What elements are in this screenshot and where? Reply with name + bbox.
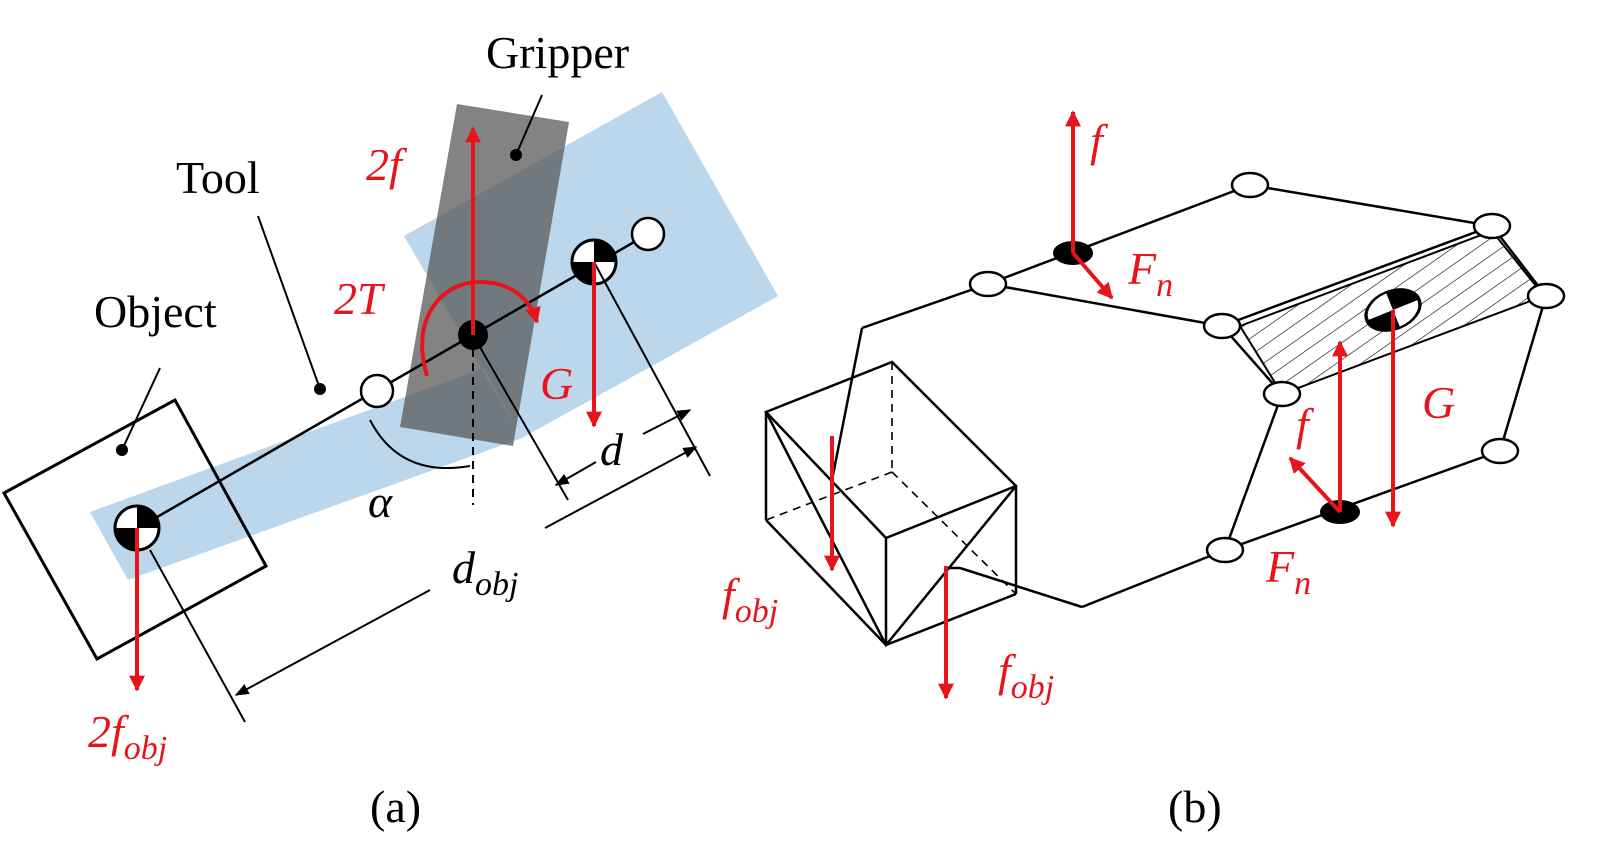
dobj-dim-line-2 [544,446,698,529]
d-dim-line-2 [642,409,692,435]
link-line [137,232,649,530]
label-2f: 2f [366,139,408,190]
object-leader-dot [116,444,128,456]
label-tool: Tool [176,152,260,203]
tool-leader-dot [314,383,326,395]
label-f-right: f [1296,399,1315,450]
label-alpha: α [368,476,393,527]
force-Fn-bottom-arrow [1288,456,1342,514]
panel-b: f Fn f G Fn fobj fobj (b) [722,110,1566,832]
d-dim-line [554,461,597,486]
label-gripper: Gripper [486,27,629,78]
dobj-dim-line-1 [234,589,431,696]
label-G-a: G [540,358,573,409]
label-dobj: dobj [452,542,518,603]
force-Fn-top-arrow [1071,251,1114,300]
alpha-arc [369,419,471,470]
label-d: d [600,424,624,475]
joint-right [630,216,666,252]
joints-b [968,171,1566,564]
frame-lines [830,183,1548,609]
gripper-leader-dot [510,149,522,161]
gripper-body [400,104,569,446]
torque-2T-arc [420,279,541,377]
tool-leader [257,215,321,390]
tool-body [90,92,778,580]
label-Fn-top: Fn [1127,243,1173,304]
object-box [764,360,1018,648]
d-ext-1 [593,261,711,477]
label-2T: 2T [334,273,386,324]
label-fobj-bottom: fobj [998,645,1054,706]
caption-b: (b) [1168,781,1222,832]
label-Fn-bottom: Fn [1265,541,1311,602]
d-ext-2 [472,334,569,501]
object-square [1,397,269,662]
object-box-hidden [765,362,1017,595]
label-f-top: f [1090,115,1109,166]
label-2fobj: 2fobj [88,706,167,767]
caption-a: (a) [370,781,421,832]
joint-left [359,373,395,409]
gripper-leader [515,94,543,156]
label-G-b: G [1422,377,1455,428]
object-leader [121,367,161,451]
panel-a: Gripper Tool Object 2f 2T G d α dobj 2fo… [1,27,778,832]
dobj-ext [149,549,246,723]
label-object: Object [94,286,217,337]
label-fobj-left: fobj [722,569,778,630]
